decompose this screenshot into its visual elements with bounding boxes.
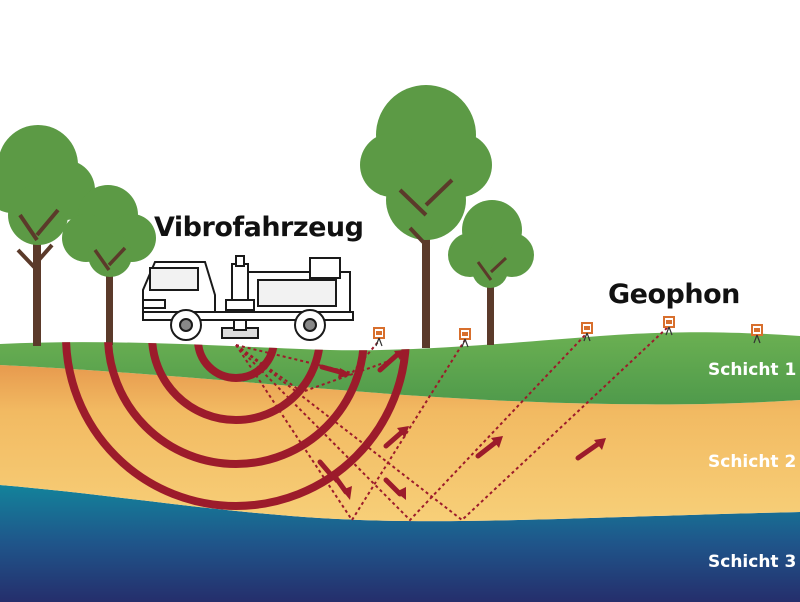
geophone-icon: [581, 322, 593, 342]
layer1-label: Schicht 1: [708, 360, 797, 380]
layer3-band: [0, 485, 800, 602]
seismic-waves: [62, 335, 410, 510]
layer3-label: Schicht 3: [708, 552, 797, 572]
geophone-label: Geophon: [608, 279, 740, 310]
geophone-icon: [663, 316, 675, 336]
geophone-icon: [459, 328, 471, 348]
tree-icon: [0, 125, 95, 346]
ray-arrows: [317, 350, 606, 500]
tree-icon: [448, 200, 534, 345]
vehicle-label: Vibrofahrzeug: [154, 212, 364, 243]
geophone-icon: [751, 324, 763, 344]
geophone-icon: [373, 327, 385, 347]
tree-icon: [360, 85, 492, 348]
ray-paths: [235, 326, 669, 522]
tree-icon: [62, 185, 156, 345]
layer2-label: Schicht 2: [708, 452, 797, 472]
vibro-truck-icon: [142, 255, 354, 341]
